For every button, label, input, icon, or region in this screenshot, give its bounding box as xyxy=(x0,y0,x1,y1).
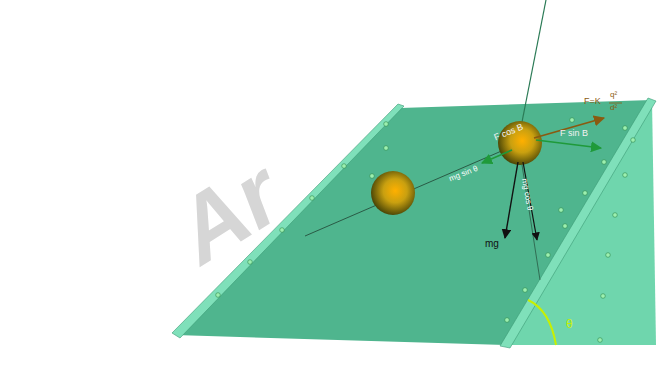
force-formula: F=K xyxy=(584,97,601,106)
f-sin-arrow xyxy=(536,140,601,148)
distance-term: d² xyxy=(610,104,617,112)
angle-arc xyxy=(528,300,556,345)
weight-label: mg xyxy=(485,239,499,249)
force-component: F sin B xyxy=(560,129,588,138)
weight-arrow xyxy=(505,162,518,238)
center-line xyxy=(305,143,520,236)
charged-sphere xyxy=(371,171,415,215)
suspension-thread xyxy=(522,0,546,122)
charge-term: q² xyxy=(610,91,617,99)
mg-sin-arrow xyxy=(482,150,512,163)
angle-symbol: θ xyxy=(566,318,573,330)
coulomb-force-arrow xyxy=(534,118,604,138)
